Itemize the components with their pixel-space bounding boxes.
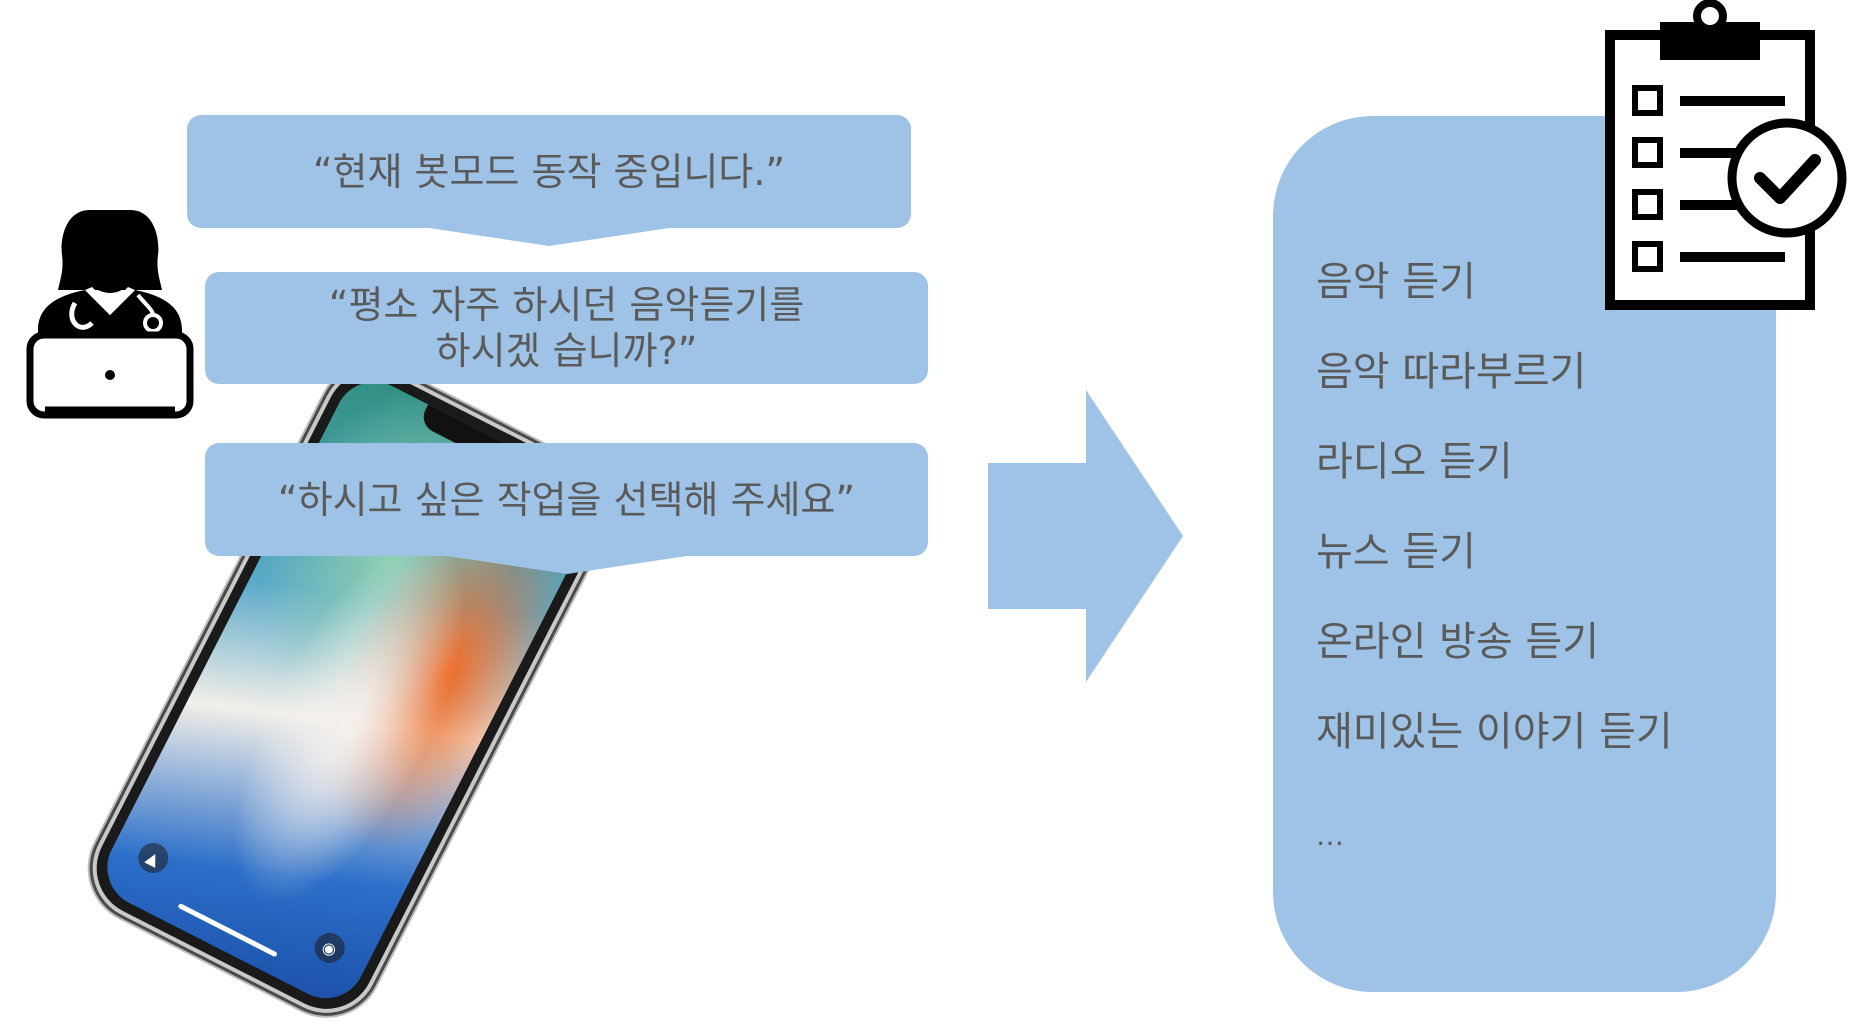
speech-bubble-text: “하시고 싶은 작업을 선택해 주세요” bbox=[277, 477, 856, 522]
speech-bubble-text: “현재 봇모드 동작 중입니다.” bbox=[312, 149, 786, 194]
speech-bubble-bot-mode: “현재 봇모드 동작 중입니다.” bbox=[187, 115, 911, 246]
option-item[interactable]: 뉴스 듣기 bbox=[1316, 529, 1476, 575]
speech-bubble-select-task: “하시고 싶은 작업을 선택해 주세요” bbox=[205, 443, 928, 574]
home-indicator bbox=[177, 902, 278, 958]
speech-bubble-tail bbox=[429, 228, 669, 246]
option-more: … bbox=[1316, 819, 1344, 852]
option-item[interactable]: 온라인 방송 듣기 bbox=[1316, 619, 1600, 665]
right-arrow-icon bbox=[988, 390, 1183, 682]
checklist-clipboard-icon bbox=[1605, 0, 1847, 310]
option-item[interactable]: 음악 듣기 bbox=[1316, 259, 1476, 305]
option-item[interactable]: 음악 따라부르기 bbox=[1316, 349, 1587, 395]
speech-bubble-tail bbox=[446, 556, 687, 574]
flashlight-icon: ▲ bbox=[133, 837, 174, 879]
option-item[interactable]: 재미있는 이야기 듣기 bbox=[1316, 709, 1673, 755]
operator-with-laptop-icon bbox=[26, 210, 194, 419]
speech-bubble-suggestion: “평소 자주 하시던 음악듣기를 하시겠 습니까?” bbox=[205, 272, 928, 384]
speech-bubble-text: “평소 자주 하시던 음악듣기를 하시겠 습니까?” bbox=[328, 283, 805, 373]
camera-icon: ◉ bbox=[309, 927, 350, 969]
option-item[interactable]: 라디오 듣기 bbox=[1316, 439, 1513, 485]
